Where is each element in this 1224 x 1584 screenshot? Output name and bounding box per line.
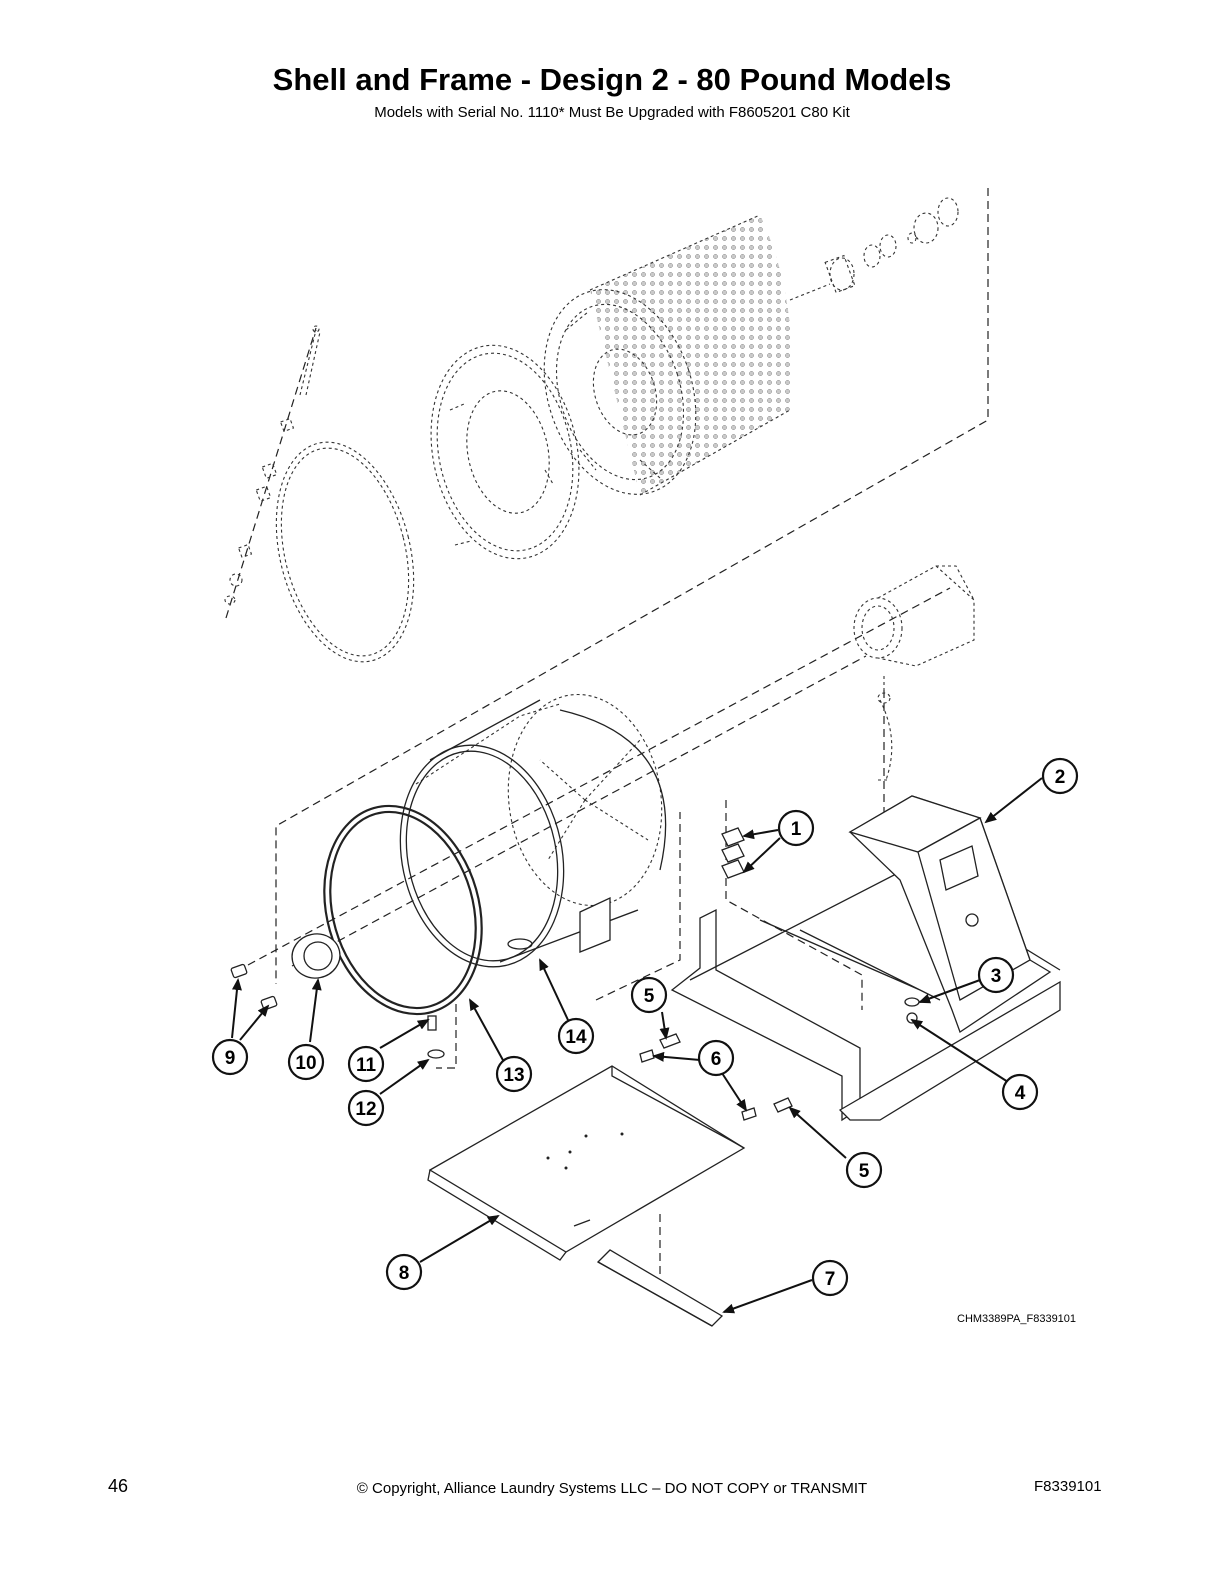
figure-code: CHM3389PA_F8339101 — [957, 1313, 1077, 1325]
callout-9: 9 — [211, 1038, 249, 1076]
assembly-guide-lines — [225, 188, 989, 1290]
svg-text:12: 12 — [355, 1099, 376, 1120]
svg-text:1: 1 — [791, 819, 802, 840]
page-number: 46 — [108, 1476, 129, 1496]
bolt-hardware-stack — [224, 325, 321, 605]
svg-text:13: 13 — [503, 1065, 524, 1086]
washer-and-nut — [904, 997, 920, 1024]
svg-text:11: 11 — [356, 1055, 377, 1076]
copyright-notice: © Copyright, Alliance Laundry Systems LL… — [356, 1480, 868, 1497]
svg-text:9: 9 — [225, 1048, 236, 1069]
foot-strip — [596, 1249, 724, 1327]
callout-7: 7 — [811, 1259, 849, 1297]
callout-1: 1 — [777, 809, 815, 847]
callout-2: 2 — [1041, 757, 1079, 795]
shaft-bearing-parts — [824, 197, 959, 294]
svg-text:5: 5 — [644, 986, 655, 1007]
svg-text:5: 5 — [859, 1161, 870, 1182]
document-number: F8339101 — [1034, 1478, 1102, 1495]
callout-12: 12 — [347, 1089, 385, 1127]
svg-text:10: 10 — [295, 1053, 316, 1074]
callout-13: 13 — [495, 1055, 533, 1093]
callout-6: 6 — [697, 1039, 735, 1077]
callout-3: 3 — [977, 956, 1015, 994]
callout-8: 8 — [385, 1253, 423, 1291]
flange-and-screws — [230, 933, 341, 1011]
callouts: 1 2 3 4 5 5 6 7 8 9 10 11 12 13 14 — [211, 757, 1079, 1297]
bearing-housing — [853, 565, 975, 781]
callout-4: 4 — [1001, 1073, 1039, 1111]
door-gasket — [275, 441, 415, 663]
svg-text:2: 2 — [1055, 767, 1066, 788]
callout-11: 11 — [347, 1045, 385, 1083]
callout-10: 10 — [287, 1043, 325, 1081]
outer-tub — [399, 693, 667, 968]
page-subtitle: Models with Serial No. 1110* Must Be Upg… — [374, 104, 850, 121]
svg-text:3: 3 — [991, 966, 1002, 987]
shims — [721, 827, 745, 879]
svg-text:7: 7 — [825, 1269, 836, 1290]
callout-leaders — [231, 777, 1043, 1314]
door-seal-ring — [323, 804, 483, 1016]
callout-5-upper: 5 — [630, 976, 668, 1014]
front-ring — [430, 344, 580, 560]
page-title: Shell and Frame - Design 2 - 80 Pound Mo… — [272, 62, 952, 97]
callout-14: 14 — [557, 1017, 595, 1055]
svg-text:14: 14 — [565, 1027, 587, 1048]
bolt-and-washer — [427, 1015, 445, 1059]
svg-text:6: 6 — [711, 1049, 722, 1070]
inner-basket — [543, 214, 831, 496]
svg-text:8: 8 — [399, 1263, 410, 1284]
callout-5-lower: 5 — [845, 1151, 883, 1189]
svg-text:4: 4 — [1015, 1083, 1026, 1104]
bottom-panel — [427, 1065, 746, 1261]
